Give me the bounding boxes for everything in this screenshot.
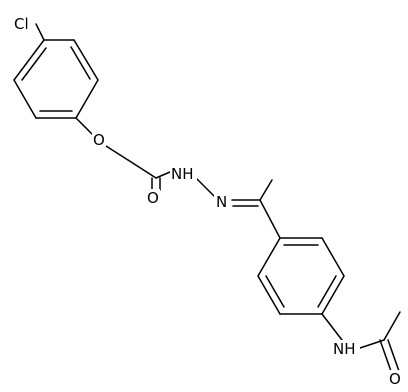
bonds [13,23,401,375]
bond-ring1-c2-c3-inner [70,46,91,80]
bond-ch2-co [127,159,157,179]
bond-ring1-c3-c4 [75,79,99,119]
amide-nh-label: NH [333,340,356,358]
bond-co-o-a [379,339,393,375]
hydrazide-nh-label-bg [170,165,197,182]
imine-nitrogen-label-bg [214,193,230,210]
bond-c-imine-ring2 [259,199,281,239]
bond-co-o-b [387,339,401,375]
ether-oxygen-label-bg [92,131,106,148]
amide-nh-label-bg [332,340,360,357]
imine-nitrogen-label: N [216,193,227,211]
atom-labels: Cl O O NH N NH O [14,15,402,388]
bond-c-imine-methyl [259,179,273,201]
ether-oxygen-label: O [93,131,105,149]
bond-ring1-c6-c1 [13,39,45,81]
hydrazide-carbonyl-oxygen-label: O [147,189,159,207]
bond-ring2-c2-c3 [321,237,345,277]
acetamide-carbonyl-oxygen-label: O [389,370,401,388]
bond-ring1-c5-c6 [13,79,37,119]
chlorine-label: Cl [14,15,29,33]
bond-ring2-nh [321,313,343,341]
bond-ring1-c2-c3 [73,39,99,81]
bond-o-ch2 [105,145,129,161]
bond-ring1-c6-c1-inner [21,47,47,81]
bond-co-methyl [383,311,401,341]
bond-ring2-c5-c6-inner [265,275,285,308]
bond-ring2-c3-c4 [321,275,345,315]
bond-co-nh [155,171,171,179]
bond-ring2-c5-c6 [257,275,281,315]
bond-nh-n [195,177,215,197]
bond-ring2-c3-c4-inner [317,275,337,308]
hydrazide-carbonyl-oxygen-label-bg [146,189,160,206]
bond-c4-o-ether [75,117,95,137]
bond-cl-c1 [35,23,45,41]
hydrazide-nh-label: NH [171,165,194,183]
bond-ring2-c6-c1 [257,237,281,277]
acetamide-carbonyl-oxygen-label-bg [388,370,402,387]
